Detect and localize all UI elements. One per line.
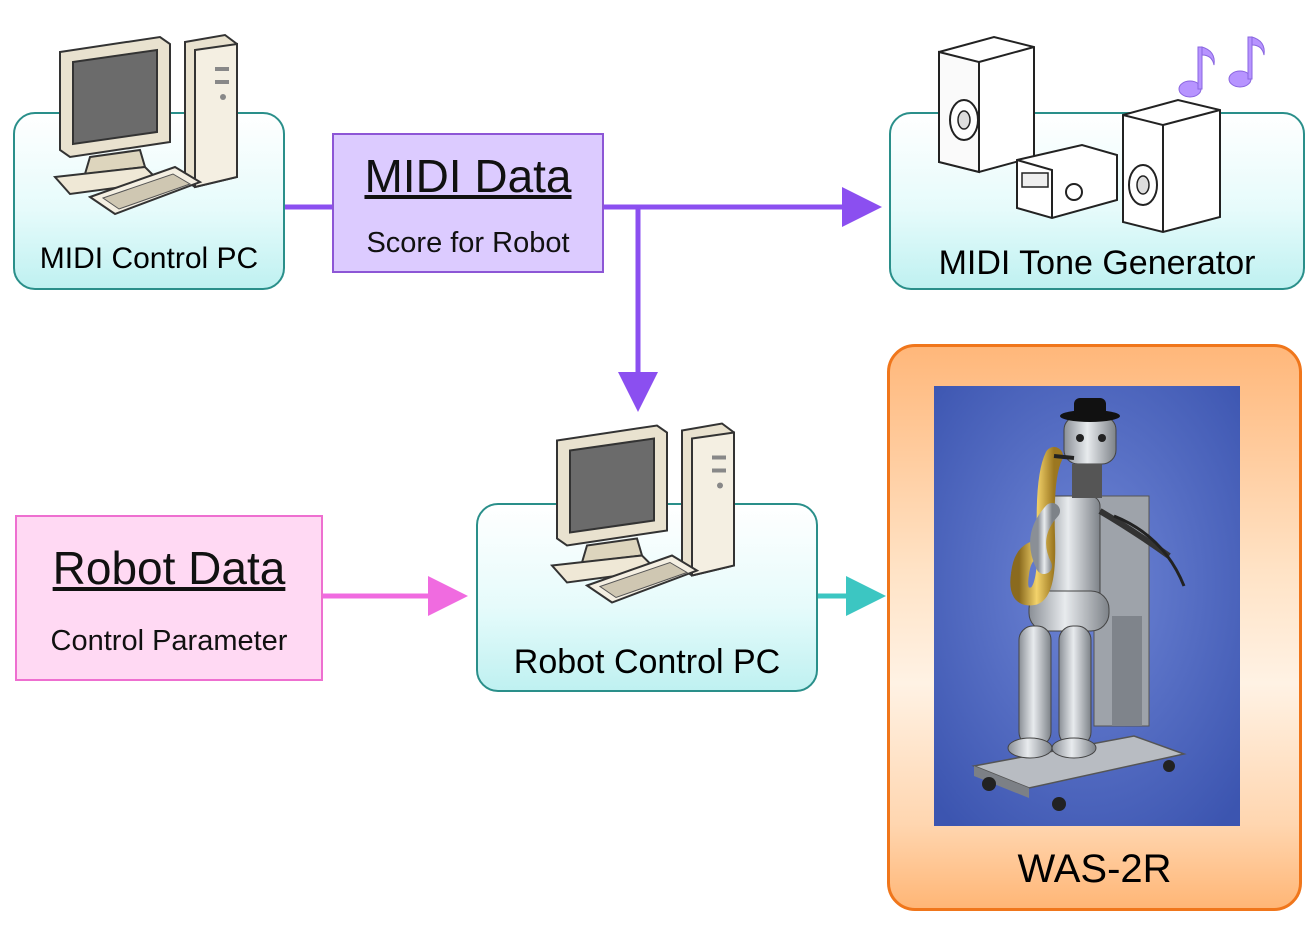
stereo-amplifier-icon xyxy=(1016,143,1118,220)
robot-data-subtitle: Control Parameter xyxy=(50,625,288,657)
desktop-pc-icon xyxy=(52,33,238,216)
robot-data-box: Robot Data Control Parameter xyxy=(15,515,323,681)
desktop-pc-icon xyxy=(549,422,735,604)
speaker-icon xyxy=(1122,98,1221,234)
saxophone-robot-photo xyxy=(934,386,1240,826)
robot-label: WAS-2R xyxy=(1017,847,1172,891)
tone-generator-label: MIDI Tone Generator xyxy=(938,244,1256,282)
midi-data-box: MIDI Data Score for Robot xyxy=(332,133,604,273)
midi-data-title: MIDI Data xyxy=(364,150,572,202)
midi-data-subtitle: Score for Robot xyxy=(366,227,570,259)
robot-data-title: Robot Data xyxy=(52,542,286,594)
midi-control-pc-label: MIDI Control PC xyxy=(39,242,259,275)
music-notes-icon xyxy=(1178,36,1265,98)
robot-control-pc-label: Robot Control PC xyxy=(513,643,781,681)
